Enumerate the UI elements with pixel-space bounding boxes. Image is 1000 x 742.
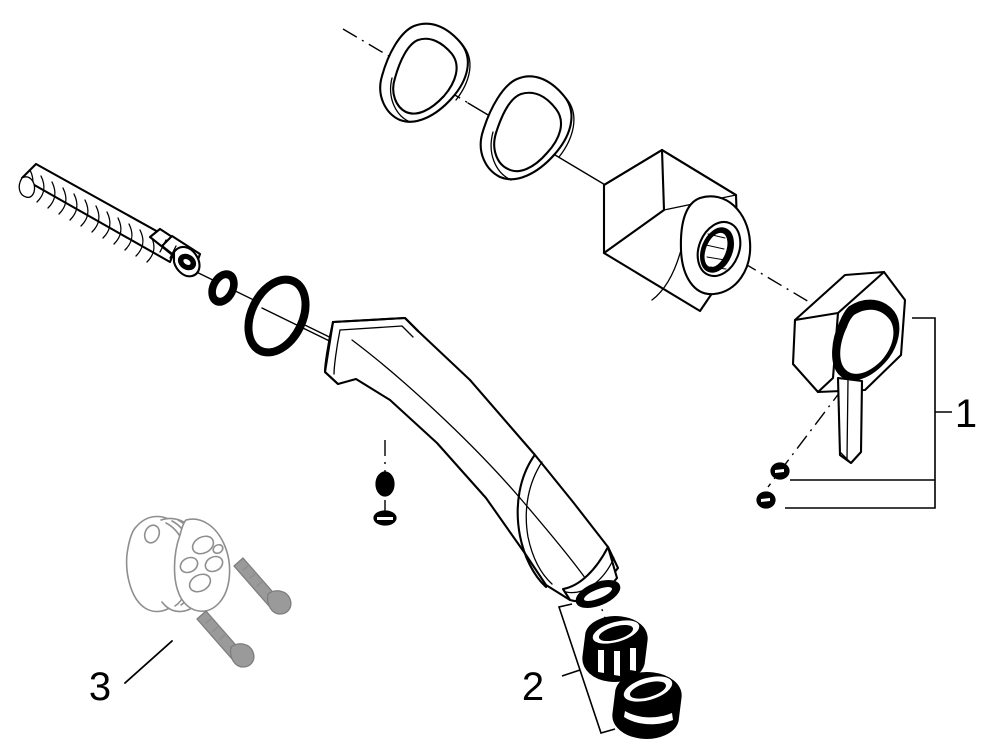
valve-body-port-right [204,555,224,573]
escutcheon-rear-inner [392,37,458,115]
handle-head-inset-inner [840,309,894,374]
valve-body-boss [143,524,161,544]
part-aerator-gasket [575,580,621,608]
part-escutcheon-front [479,75,575,181]
handle-screw-a-slot [775,469,784,473]
valve-body-face [173,518,231,612]
aerator-insert-slots [598,648,636,676]
mount-screw-b-knurls [205,617,227,640]
spout-contour-upper [351,339,591,586]
callout-1-bracket [785,317,936,509]
handle-stem-tip [839,451,862,464]
spout-plug-slot [377,517,393,520]
valve-body-port-left [179,556,199,574]
flex-hose-body [20,162,180,264]
spout-base-flare-inner [333,329,341,375]
hose-nut-rib-b [169,245,177,259]
part-handle-head [791,270,907,394]
callout-2-label: 2 [522,665,544,709]
mount-screw-a [233,557,292,615]
valve-sleeve-mouth-inner [704,232,728,268]
valve-body-port-top [191,535,215,555]
part-aerator-housing [612,672,682,739]
aerator-housing-top-ring [630,681,666,699]
valve-body-port-small [212,543,224,555]
callout-2-tick [561,669,581,677]
part-spout [323,316,620,603]
spout-body [323,316,620,602]
valve-sleeve-threads [705,233,727,270]
mount-screw-a-head [266,590,292,615]
hose-nut-bore-inner [183,259,191,265]
part-aerator-insert [582,616,648,682]
part-valve-body [125,515,231,613]
callout-1-marker [785,317,952,509]
handle-screw-b-slot [761,498,770,502]
spout-base-flare [323,320,340,386]
mount-screw-b [196,610,255,668]
handle-stem-body [836,376,864,465]
part-o-ring-small [208,270,238,306]
spout-setscrew [375,471,395,497]
spout-elbow-seam-inner [525,461,553,585]
flex-hose-end-cap [18,176,36,198]
aerator-housing-band [624,711,673,725]
escutcheon-front-rim [490,131,512,181]
callout-1-label: 1 [955,392,977,436]
valve-body-port-bottom [188,573,212,593]
spout-top-rim [331,316,420,333]
spout-top-rim-inner [339,325,414,338]
mount-screw-b-head [229,643,255,668]
o-ring-small-inner [215,278,231,298]
callout-2-marker [557,603,616,734]
escutcheon-front-inner [493,91,563,173]
hose-nut-rib-a [159,239,167,253]
part-escutcheon-rear [379,22,471,123]
aerator-gasket-inner [583,587,613,601]
escutcheon-front-rim-b [558,97,575,158]
aerator-insert-top-ring [598,624,634,642]
escutcheon-rear-rim [390,77,411,123]
part-hose-nut [148,227,202,278]
part-spout-fasteners [373,471,397,526]
part-handle-stem [836,376,864,465]
callout-3-label: 3 [89,665,111,709]
callout-3-leader [124,640,173,684]
handle-stem-edge [846,379,849,460]
part-handle-screws [756,462,790,509]
part-valve-sleeve [602,148,752,313]
mount-screw-a-knurls [242,564,264,587]
part-mount-screws [196,557,292,668]
escutcheon-rear-rim-b [455,43,471,101]
part-flex-hose [18,162,180,264]
spout-elbow-seam [516,454,548,589]
valve-sleeve-contour [651,249,682,301]
